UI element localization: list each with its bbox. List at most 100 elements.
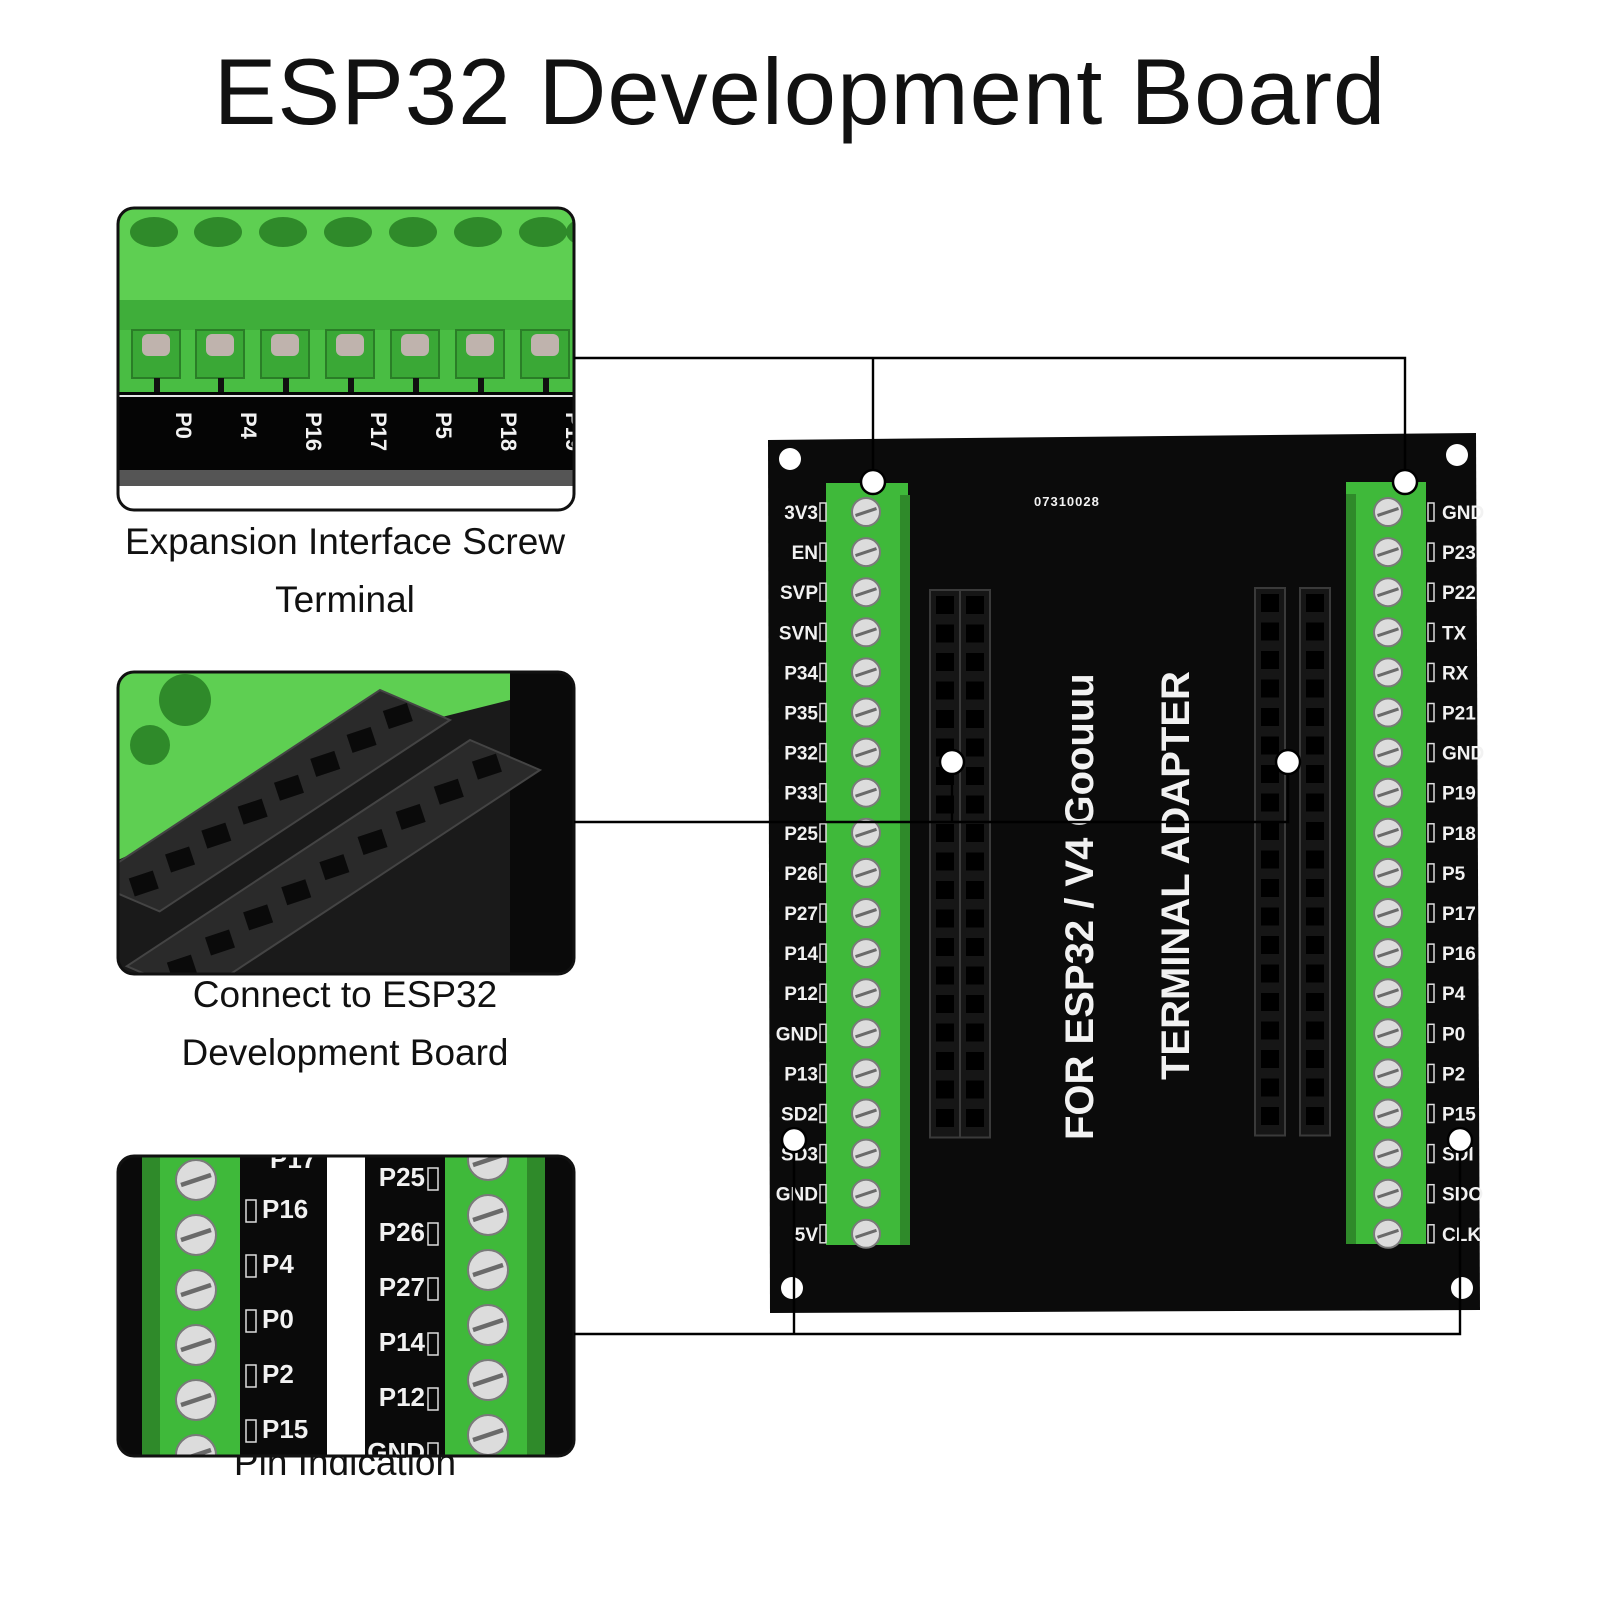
- header-socket-hole: [205, 929, 235, 956]
- header-socket-hole: [1306, 1107, 1324, 1125]
- pin-mark: [819, 823, 827, 843]
- header-socket-hole: [936, 881, 954, 899]
- header-socket-hole: [471, 753, 502, 780]
- pin-mark: [819, 903, 827, 923]
- right-pin-label: SDO: [1442, 1185, 1483, 1206]
- terminal-lead: [348, 378, 354, 394]
- pin-mark: [427, 1222, 439, 1246]
- header-socket-hole: [1306, 736, 1324, 755]
- terminal-screw: [142, 334, 170, 356]
- pin-mark: [1427, 1063, 1435, 1084]
- terminal-wire-opening: [130, 217, 178, 247]
- board-serial: 07310028: [1034, 494, 1100, 509]
- header-socket-hole: [1306, 936, 1324, 954]
- zoom3-left-pin-label: P2: [262, 1359, 294, 1389]
- header-socket-hole: [966, 1109, 984, 1127]
- screw-slot: [472, 1427, 504, 1443]
- terminal-lead: [154, 378, 160, 394]
- page-title: ESP32 Development Board: [213, 39, 1387, 144]
- header-socket-hole: [936, 681, 954, 700]
- right-pin-label: P15: [1442, 1105, 1476, 1126]
- screw-slot: [180, 1282, 212, 1298]
- zoom1-pin-label: P19: [561, 412, 586, 451]
- screw-slot: [180, 1337, 212, 1353]
- header-socket-hole: [1261, 993, 1279, 1011]
- right-pin-label: P16: [1442, 944, 1476, 965]
- header-socket-hole: [382, 702, 413, 729]
- screw-slot: [1377, 707, 1399, 718]
- header-socket-hole: [1261, 936, 1279, 954]
- left-pin-label: P33: [784, 784, 818, 805]
- header-socket-hole: [433, 778, 464, 805]
- pin-mark: [1427, 983, 1435, 1003]
- header-socket-hole: [966, 909, 984, 928]
- right-pin-label: P4: [1442, 984, 1466, 1005]
- header-socket-hole: [936, 596, 954, 614]
- header-socket-hole: [966, 1080, 984, 1099]
- screw-slot: [180, 1227, 212, 1243]
- left-pin-label: P35: [784, 704, 818, 725]
- mount-hole: [1446, 444, 1468, 466]
- pin-mark: [427, 1277, 439, 1301]
- header-socket-hole: [966, 824, 984, 842]
- header-socket-hole: [936, 1023, 954, 1042]
- header-socket-hole: [936, 710, 954, 728]
- zoom3-right-pin-label: GND: [367, 1437, 425, 1467]
- header-socket-hole: [936, 938, 954, 956]
- screw-slot: [1377, 827, 1399, 838]
- terminal-lead: [413, 378, 419, 394]
- header-socket-hole: [310, 750, 341, 777]
- pin-mark: [819, 542, 827, 562]
- screw-slot: [1377, 507, 1399, 517]
- left-pin-label: P34: [784, 663, 818, 684]
- terminal-lead: [478, 378, 484, 394]
- header-socket-hole: [966, 995, 984, 1013]
- terminal-screw: [466, 334, 494, 356]
- pin-mark: [1427, 662, 1435, 683]
- header-socket-hole: [966, 596, 984, 614]
- terminal-lead: [283, 378, 289, 394]
- header-socket-hole: [1261, 822, 1279, 840]
- header-socket-hole: [936, 1109, 954, 1127]
- screw-slot: [1377, 627, 1399, 638]
- screw-slot: [855, 1228, 877, 1239]
- header-socket-hole: [1306, 1050, 1324, 1068]
- screw-slot: [1377, 1108, 1399, 1119]
- header-socket-hole: [395, 803, 426, 830]
- callout-lines: [574, 356, 1462, 1336]
- terminal-wire-opening: [519, 217, 567, 247]
- screw-slot: [1377, 587, 1399, 598]
- right-pin-label: P18: [1442, 824, 1476, 845]
- pin-mark: [819, 1183, 827, 1204]
- mount-hole: [1451, 1277, 1473, 1299]
- esp32-terminal-adapter-board: 07310028 3V3ENSVPSVNP34P35P32P33P25P26P2…: [768, 433, 1484, 1313]
- zoom3-right-pin-label: P25: [379, 1162, 425, 1192]
- terminal-lead: [543, 378, 549, 394]
- header-socket-hole: [966, 881, 984, 899]
- header-socket-hole: [936, 966, 954, 985]
- pin-mark: [427, 1167, 439, 1191]
- header-socket-hole: [936, 795, 954, 814]
- right-pin-label: TX: [1442, 623, 1467, 644]
- zoom3-left-pin-label: P0: [262, 1304, 294, 1334]
- screw-slot: [1377, 1188, 1399, 1199]
- header-socket-hole: [237, 798, 268, 825]
- screw-slot: [855, 1108, 877, 1119]
- header-socket-hole: [966, 653, 984, 671]
- left-pin-label: P26: [784, 864, 818, 885]
- header-socket-hole: [1261, 793, 1279, 812]
- screw-slot: [180, 1172, 212, 1188]
- header-socket-hole: [1306, 879, 1324, 897]
- terminal-wire-opening: [454, 217, 502, 247]
- left-pin-label: P12: [784, 984, 818, 1005]
- terminal-lead: [218, 378, 224, 394]
- screw-slot: [855, 587, 877, 598]
- header-socket-hole: [1306, 651, 1324, 669]
- screw-slot: [472, 1262, 504, 1278]
- header-socket-hole: [1261, 879, 1279, 897]
- header-socket-hole: [128, 870, 159, 897]
- terminal-screw: [206, 334, 234, 356]
- pin-mark: [427, 1332, 439, 1356]
- header-socket-hole: [346, 726, 377, 753]
